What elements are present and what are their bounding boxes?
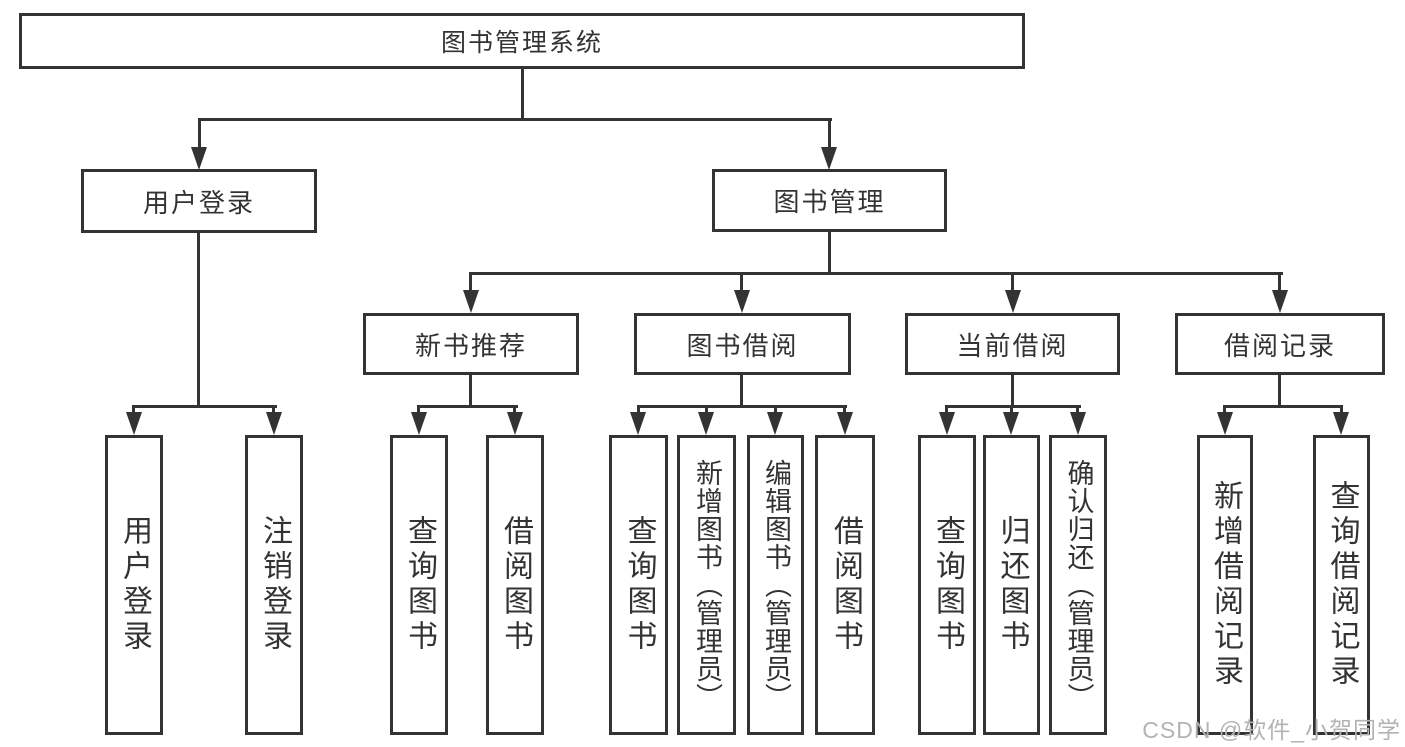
leaf-query-books-borrowing: 查询图书 xyxy=(609,435,668,735)
connector-stem-leaf xyxy=(1340,405,1343,415)
connector-stem-current-borrowing xyxy=(1011,272,1014,295)
leaf-add-books-admin: 新增图书（管理员） xyxy=(677,435,736,735)
connector-stem-leaf xyxy=(774,405,777,415)
arrowhead-borrowing-records xyxy=(1272,290,1288,313)
arrowhead-leaf xyxy=(507,412,523,435)
connector-stem-leaf xyxy=(1223,405,1226,415)
connector-book-borrowing-branch xyxy=(637,405,847,408)
arrowhead-leaf xyxy=(126,412,142,435)
leaf-label: 查询图书 xyxy=(931,515,964,655)
connector-borrowing-records-stem xyxy=(1278,375,1281,408)
leaf-label: 用户登录 xyxy=(118,515,151,655)
connector-stem-book-borrowing xyxy=(740,272,743,295)
leaf-confirm-return-admin: 确认归还（管理员） xyxy=(1049,435,1107,735)
leaf-label: 确认归还（管理员） xyxy=(1063,459,1094,711)
arrowhead-leaf xyxy=(411,412,427,435)
arrowhead-leaf xyxy=(1003,412,1019,435)
node-label: 用户登录 xyxy=(142,187,255,218)
leaf-label: 新增借阅记录 xyxy=(1209,480,1242,690)
node-current-borrowing: 当前借阅 xyxy=(905,313,1120,375)
arrowhead-new-book xyxy=(463,290,479,313)
leaf-query-borrow-record: 查询借阅记录 xyxy=(1313,435,1370,735)
node-label: 借阅记录 xyxy=(1223,330,1336,361)
node-label: 图书管理 xyxy=(773,187,886,217)
connector-stem-leaf xyxy=(417,405,420,415)
connector-stem-leaf xyxy=(1076,405,1079,415)
leaf-borrow-books: 借阅图书 xyxy=(815,435,875,735)
connector-root-branch xyxy=(198,118,832,121)
leaf-add-borrow-record: 新增借阅记录 xyxy=(1197,435,1253,735)
connector-borrowing-records-branch xyxy=(1223,405,1343,408)
node-borrowing-records: 借阅记录 xyxy=(1175,313,1385,375)
arrowhead-user-login xyxy=(191,147,207,170)
connector-stem-leaf xyxy=(637,405,640,415)
arrowhead-leaf xyxy=(1333,412,1349,435)
connector-book-management-stem xyxy=(828,232,831,275)
node-label: 当前借阅 xyxy=(956,330,1069,361)
connector-new-book-stem xyxy=(469,375,472,408)
connector-stem-leaf xyxy=(132,405,135,415)
connector-book-management-branch xyxy=(469,272,1283,275)
arrowhead-current-borrowing xyxy=(1005,290,1021,313)
connector-current-borrowing-stem xyxy=(1011,375,1014,408)
connector-stem-leaf xyxy=(843,405,846,415)
leaf-user-login: 用户登录 xyxy=(105,435,163,735)
leaf-label: 查询图书 xyxy=(403,515,436,655)
leaf-query-books-current: 查询图书 xyxy=(918,435,976,735)
arrowhead-leaf xyxy=(767,412,783,435)
leaf-return-books: 归还图书 xyxy=(983,435,1040,735)
connector-stem-leaf xyxy=(272,405,275,415)
leaf-label: 新增图书（管理员） xyxy=(692,459,722,711)
connector-user-login-stem xyxy=(197,233,200,408)
node-label: 图书管理系统 xyxy=(440,29,603,57)
node-library-management-system: 图书管理系统 xyxy=(19,13,1025,69)
connector-book-borrowing-stem xyxy=(740,375,743,408)
connector-stem-new-book xyxy=(469,272,472,295)
connector-stem-leaf xyxy=(1010,405,1013,415)
connector-stem-leaf xyxy=(705,405,708,415)
connector-stem-leaf xyxy=(513,405,516,415)
leaf-label: 查询借阅记录 xyxy=(1325,480,1359,690)
node-book-management: 图书管理 xyxy=(712,169,947,232)
node-book-borrowing: 图书借阅 xyxy=(634,313,851,375)
arrowhead-leaf xyxy=(266,412,282,435)
node-user-login: 用户登录 xyxy=(81,169,317,233)
connector-stem-borrowing-records xyxy=(1278,272,1281,295)
node-label: 新书推荐 xyxy=(414,330,527,361)
arrowhead-leaf xyxy=(1217,412,1233,435)
leaf-label: 借阅图书 xyxy=(829,515,862,655)
connector-new-book-branch xyxy=(417,405,518,408)
leaf-borrow-books-recommend: 借阅图书 xyxy=(486,435,544,735)
connector-current-borrowing-branch xyxy=(945,405,1081,408)
leaf-logout-login: 注销登录 xyxy=(245,435,303,735)
leaf-label: 查询图书 xyxy=(622,515,656,655)
connector-stem-user-login xyxy=(198,118,201,150)
leaf-label: 归还图书 xyxy=(995,515,1029,655)
arrowhead-book-management xyxy=(821,147,837,170)
node-new-book-recommendation: 新书推荐 xyxy=(363,313,579,375)
csdn-watermark: CSDN @软件_小贺同学 xyxy=(1142,717,1401,743)
connector-stem-leaf xyxy=(945,405,948,415)
arrowhead-leaf xyxy=(939,412,955,435)
leaf-label: 借阅图书 xyxy=(499,515,532,655)
connector-user-login-branch xyxy=(132,405,277,408)
leaf-label: 注销登录 xyxy=(258,515,291,655)
arrowhead-leaf xyxy=(1070,412,1086,435)
arrowhead-leaf xyxy=(698,412,714,435)
connector-root-stem xyxy=(521,67,524,121)
arrowhead-leaf xyxy=(837,412,853,435)
connector-stem-book-management xyxy=(828,118,831,150)
leaf-query-books-recommend: 查询图书 xyxy=(390,435,448,735)
arrowhead-leaf xyxy=(630,412,646,435)
node-label: 图书借阅 xyxy=(686,330,799,361)
leaf-edit-books-admin: 编辑图书（管理员） xyxy=(747,435,804,735)
leaf-label: 编辑图书（管理员） xyxy=(761,459,791,711)
arrowhead-book-borrowing xyxy=(734,290,750,313)
